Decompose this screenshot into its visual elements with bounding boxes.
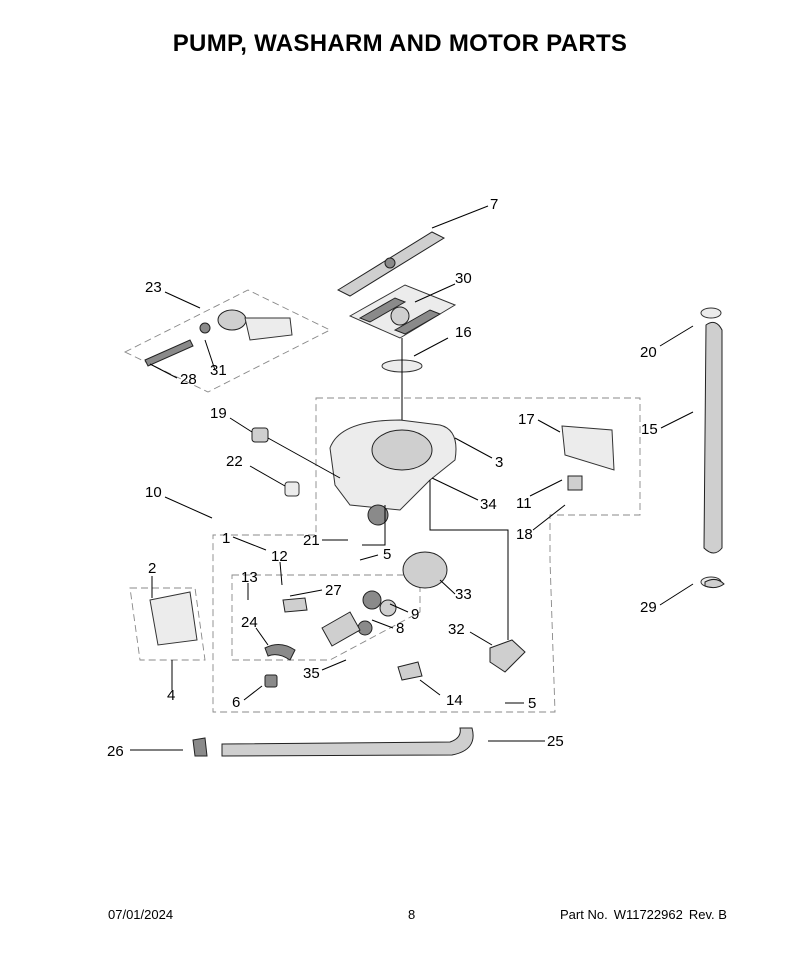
- callout-6: 6: [232, 694, 240, 711]
- callout-33: 33: [455, 586, 472, 603]
- drain-hose-vertical: [700, 307, 723, 588]
- footer-part-info: Part No. W11722962 Rev. B: [560, 907, 733, 922]
- callout-22: 22: [226, 453, 243, 470]
- wash-arm: [336, 231, 446, 297]
- assembly-outline-pump: [231, 574, 421, 661]
- callout-26: 26: [107, 743, 124, 760]
- callout-12: 12: [271, 548, 288, 565]
- turbidity-sensor: [284, 481, 300, 497]
- callout-3: 3: [495, 454, 503, 471]
- pump-motor: [357, 551, 448, 636]
- callout-9: 9: [411, 606, 419, 623]
- callout-8: 8: [396, 620, 404, 637]
- callout-5b: 5: [528, 695, 536, 712]
- revision: Rev. B: [688, 907, 727, 922]
- drain-hose-horizontal: [192, 727, 474, 757]
- callout-10: 10: [145, 484, 162, 501]
- assembly-outline-wall: [129, 587, 206, 661]
- callout-2: 2: [148, 560, 156, 577]
- wire-harness: [267, 338, 509, 640]
- callout-31: 31: [210, 362, 227, 379]
- assembly-outline-sump: [212, 397, 641, 713]
- heater-bracket: [561, 425, 615, 491]
- callout-24: 24: [241, 614, 258, 631]
- callout-14: 14: [446, 692, 463, 709]
- callout-1: 1: [222, 530, 230, 547]
- wash-arm-manifold: [348, 284, 457, 339]
- flood-switch: [397, 661, 423, 681]
- hose-clamp: [704, 578, 725, 589]
- callout-15: 15: [641, 421, 658, 438]
- callout-21: 21: [303, 532, 320, 549]
- callout-20: 20: [640, 344, 657, 361]
- callout-19: 19: [210, 405, 227, 422]
- pump-housing: [264, 597, 361, 688]
- callout-25: 25: [547, 733, 564, 750]
- sump-assembly: [329, 419, 457, 526]
- callout-11: 11: [516, 495, 532, 512]
- callout-30: 30: [455, 270, 472, 287]
- callout-17: 17: [518, 411, 535, 428]
- diverter-motor: [144, 309, 293, 367]
- callout-18: 18: [516, 526, 533, 543]
- callout-16: 16: [455, 324, 472, 341]
- part-label: Part No.: [560, 907, 608, 922]
- part-number: W11722962: [613, 907, 683, 922]
- page-title: PUMP, WASHARM AND MOTOR PARTS: [172, 30, 628, 57]
- callout-7: 7: [490, 196, 498, 213]
- pressure-sensor: [251, 427, 269, 443]
- callout-labels: 7 30 16 23 28 31 20 15 29 19 22 17 3 34 …: [107, 196, 658, 760]
- assembly-outline-diverter: [123, 289, 332, 393]
- footer-page-number: 8: [408, 907, 416, 922]
- callout-32: 32: [448, 621, 465, 638]
- callout-4: 4: [167, 687, 175, 704]
- drain-pump: [489, 639, 526, 673]
- callout-35: 35: [303, 665, 320, 682]
- callout-27: 27: [325, 582, 342, 599]
- callout-13: 13: [241, 569, 258, 586]
- callout-23: 23: [145, 279, 162, 296]
- wall-bracket: [149, 591, 198, 646]
- leader-lines: [130, 205, 694, 751]
- callout-29: 29: [640, 599, 657, 616]
- footer-date: 07/01/2024: [108, 907, 174, 922]
- callout-28: 28: [180, 371, 197, 388]
- callout-5a: 5: [383, 546, 391, 563]
- callout-34: 34: [480, 496, 497, 513]
